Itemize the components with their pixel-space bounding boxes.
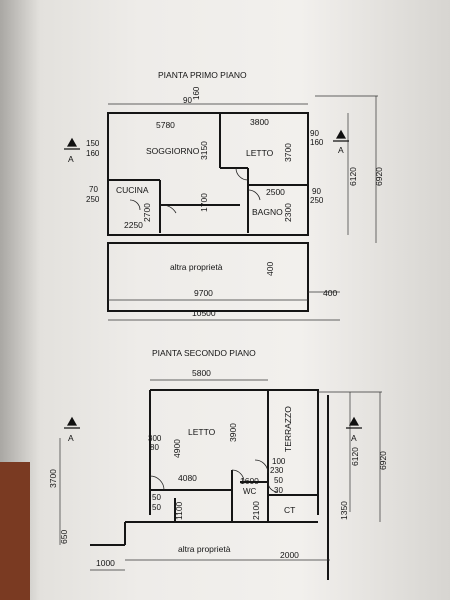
plan1-dim: 250 bbox=[86, 195, 100, 204]
plan-second-floor: PIANTA SECONDO PIANO bbox=[48, 348, 388, 580]
plan2-room-letto: LETTO bbox=[188, 427, 216, 437]
plan2-room-wc: WC bbox=[243, 487, 257, 496]
plan2-door-arc bbox=[149, 475, 165, 491]
plan1-door-arc bbox=[235, 167, 249, 181]
plan2-dim: 6920 bbox=[378, 451, 388, 470]
plan1-dim: 70 bbox=[89, 185, 98, 194]
section-marker-icon: A bbox=[64, 416, 80, 443]
plan2-dim: 50 bbox=[274, 476, 283, 485]
plan1-dim: 90 bbox=[183, 96, 192, 105]
plan2-dim: 300 bbox=[148, 434, 162, 443]
plan2-door-arc bbox=[254, 459, 269, 474]
plan2-dim: 650 bbox=[59, 530, 69, 544]
plan2-dim: 50 bbox=[152, 503, 161, 512]
plan2-dim: 1000 bbox=[96, 558, 115, 568]
plan1-room-soggiorno: SOGGIORNO bbox=[146, 146, 200, 156]
plan1-title: PIANTA PRIMO PIANO bbox=[158, 70, 247, 80]
plan2-dim: 1600 bbox=[240, 476, 259, 486]
plan1-outer-wall bbox=[107, 112, 309, 236]
plan1-dim: 150 bbox=[86, 139, 100, 148]
plan2-wall bbox=[268, 389, 319, 515]
plan1-dim: 2300 bbox=[283, 203, 293, 222]
plan1-room-cucina: CUCINA bbox=[116, 185, 149, 195]
plan1-dim: 3800 bbox=[250, 117, 269, 127]
plan2-dim: 80 bbox=[150, 443, 159, 452]
plan1-dim: 160 bbox=[192, 86, 201, 100]
plan1-dim: 3700 bbox=[283, 143, 293, 162]
plan2-door-arc bbox=[231, 469, 245, 483]
svg-text:A: A bbox=[68, 433, 74, 443]
plan2-dim: 5800 bbox=[192, 368, 211, 378]
section-marker-icon: A bbox=[346, 416, 362, 443]
plan2-dim: 100 bbox=[272, 457, 286, 466]
plan2-room-terrazzo: TERRAZZO bbox=[283, 406, 293, 452]
plan1-dim: 400 bbox=[323, 288, 337, 298]
plan1-dim: 2500 bbox=[266, 187, 285, 197]
plan1-door-arc bbox=[129, 199, 141, 211]
plan1-room-bagno: BAGNO bbox=[252, 207, 283, 217]
plan1-dim: 3150 bbox=[199, 141, 209, 160]
plan2-dim: 230 bbox=[270, 466, 284, 475]
plan-first-floor: PIANTA PRIMO PIANO bbox=[64, 70, 384, 321]
plan1-door-arc bbox=[247, 189, 261, 201]
plan2-room-ct: CT bbox=[284, 505, 295, 515]
plan1-neighbor-area bbox=[107, 242, 309, 312]
plan2-dim: 30 bbox=[274, 486, 283, 495]
plan2-dim: 4900 bbox=[172, 439, 182, 458]
plan2-dim: 2100 bbox=[251, 501, 261, 520]
plan1-dim: 2700 bbox=[142, 203, 152, 222]
svg-text:A: A bbox=[351, 433, 357, 443]
svg-text:A: A bbox=[338, 145, 344, 155]
plan1-dim: 1700 bbox=[199, 193, 209, 212]
plan1-dim: 160 bbox=[310, 138, 324, 147]
plan2-dim: 1350 bbox=[339, 501, 349, 520]
plan2-dim: 1100 bbox=[174, 501, 184, 520]
plan1-dim: 400 bbox=[265, 262, 275, 276]
svg-text:A: A bbox=[68, 154, 74, 164]
plan1-dim: 6920 bbox=[374, 167, 384, 186]
plan1-dim: 6120 bbox=[348, 167, 358, 186]
plan1-dim: 160 bbox=[86, 149, 100, 158]
section-marker-icon: A bbox=[64, 137, 80, 164]
plan2-dim: 6120 bbox=[350, 447, 360, 466]
plan2-door-arc bbox=[267, 481, 279, 493]
plan2-dim: 50 bbox=[152, 493, 161, 502]
plan1-dim: 2250 bbox=[124, 220, 143, 230]
plan2-dim: 2000 bbox=[280, 550, 299, 560]
plan1-dim: 250 bbox=[310, 196, 324, 205]
plan1-door-arc bbox=[159, 204, 177, 214]
plan2-dim: 4080 bbox=[178, 473, 197, 483]
plan2-neighbor-label: altra proprietà bbox=[178, 544, 231, 554]
section-marker-icon: A bbox=[333, 129, 349, 155]
plan1-dim: 5780 bbox=[156, 120, 175, 130]
plan1-dim: 90 bbox=[310, 129, 319, 138]
plan2-title: PIANTA SECONDO PIANO bbox=[152, 348, 256, 358]
plan1-dim: 90 bbox=[312, 187, 321, 196]
plan2-dim: 3700 bbox=[48, 469, 58, 488]
plan1-neighbor-label: altra proprietà bbox=[170, 262, 223, 272]
plan1-dim: 10500 bbox=[192, 308, 216, 318]
plan2-dim: 3900 bbox=[228, 423, 238, 442]
plan1-dim: 9700 bbox=[194, 288, 213, 298]
wooden-table-edge bbox=[0, 462, 30, 600]
plan1-room-letto: LETTO bbox=[246, 148, 274, 158]
